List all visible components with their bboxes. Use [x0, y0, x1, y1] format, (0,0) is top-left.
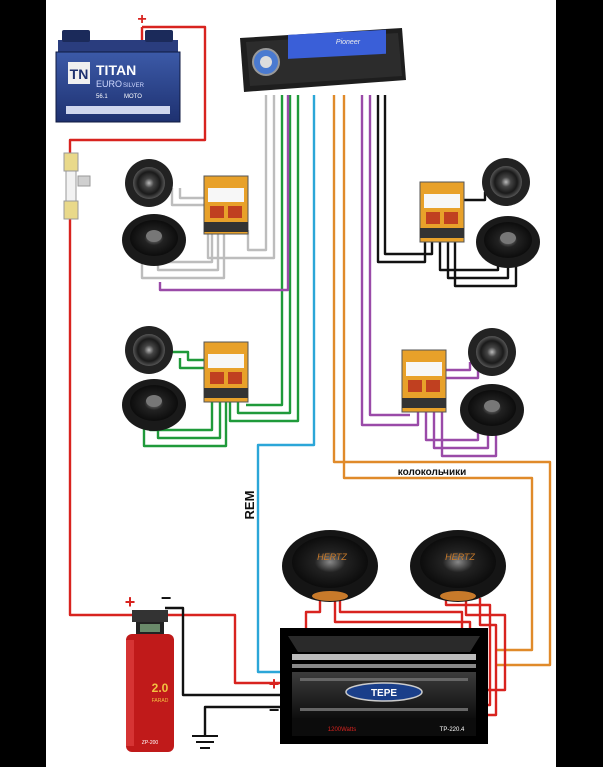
rear-right-wire-e: [440, 412, 498, 458]
front-left-crossover: [203, 175, 249, 235]
rear-left-woofer: [122, 379, 186, 431]
fuse: [63, 152, 91, 220]
battery-spec-2: MOTO: [124, 94, 142, 100]
subwoofer-right-brand: HERTZ: [445, 552, 475, 562]
amplifier-brand: TEPE: [371, 688, 397, 699]
amplifier-minus-label: −: [269, 700, 280, 720]
rear-left-aux-wire: [158, 95, 290, 292]
rear-right-wire-a: [368, 95, 410, 417]
rear-left-tweeter: [125, 326, 173, 374]
amplifier-model: TP-220.4: [440, 727, 465, 733]
sub-feed-wire-b: [342, 95, 534, 652]
front-left-wire-g: [140, 232, 226, 280]
head-unit: Pioneer: [240, 28, 406, 92]
front-left-tweeter: [125, 159, 173, 207]
power-wire-amp: [150, 613, 292, 685]
subwoofer-right: HERTZ: [410, 530, 506, 602]
sub2-wire-a: [444, 598, 492, 707]
subwoofer-left-brand: HERTZ: [317, 552, 347, 562]
front-right-wire-f: [462, 192, 487, 202]
front-right-wire-e: [453, 240, 518, 288]
front-right-tweeter: [482, 158, 530, 206]
front-left-woofer: [122, 214, 186, 266]
front-right-wire-b: [383, 95, 434, 256]
rear-left-wire-c: [228, 95, 300, 423]
rear-left-wire-d: [168, 350, 205, 362]
power-wire-battery: [68, 25, 207, 617]
rear-left-wire-b: [236, 95, 292, 415]
amplifier-plus-label: +: [269, 674, 280, 694]
sub2-wire-b: [464, 598, 507, 692]
capacitor-value: 2.0: [152, 681, 169, 695]
rear-right-wire-f: [446, 362, 472, 372]
rear-left-crossover: [203, 341, 249, 403]
battery-sub: SILVER: [123, 83, 145, 89]
rear-left-wire-h: [142, 400, 228, 448]
ground-wire-cap: [165, 606, 290, 697]
subwoofer-left: HERTZ: [282, 530, 378, 602]
sub-feed-wire-a: [332, 95, 552, 667]
rear-left-wire-a: [246, 95, 284, 407]
rear-right-tweeter: [468, 328, 516, 376]
tweeters-label: колокольчики: [398, 467, 467, 478]
battery-line: EURO: [96, 79, 122, 89]
rear-right-wire-d: [432, 412, 490, 450]
battery-brand: TITAN: [96, 62, 136, 78]
amplifier-power: 1200Watts: [328, 727, 356, 733]
rear-right-crossover: [401, 349, 447, 413]
capacitor: 2.0 FARAD ZP-200 + −: [125, 588, 174, 752]
sub2-wire-c: [478, 598, 498, 717]
battery-plus-label: +: [137, 11, 146, 28]
head-unit-brand: Pioneer: [336, 39, 361, 46]
front-right-wire-a: [376, 95, 427, 264]
rear-right-wire-b: [360, 95, 420, 427]
battery-spec-1: 56.1: [96, 94, 108, 100]
ground-icon: [192, 735, 218, 749]
front-left-wire-c: [178, 188, 205, 200]
rear-left-wire-e: [178, 358, 205, 370]
remote-wire: [256, 95, 316, 674]
front-right-wire-d: [446, 240, 510, 280]
capacitor-unit: FARAD: [152, 698, 169, 704]
front-left-wire-b: [206, 95, 276, 260]
rem-label: REM: [242, 491, 257, 520]
rear-right-woofer: [460, 384, 524, 436]
capacitor-model: ZP-200: [142, 740, 159, 746]
battery: TN TITAN EURO SILVER 56.1 MOTO +: [55, 11, 181, 123]
battery-brand-mark: TN: [70, 66, 89, 82]
front-right-crossover: [419, 181, 465, 243]
amplifier: TEPE 1200Watts TP-220.4 + −: [269, 628, 488, 744]
ground-wire-amp: [203, 705, 290, 735]
front-left-wire-d: [170, 188, 205, 207]
capacitor-minus-label: −: [161, 588, 172, 608]
front-right-woofer: [476, 216, 540, 268]
front-left-wire-a: [246, 95, 268, 252]
rear-right-wire-c: [424, 412, 480, 442]
capacitor-plus-label: +: [125, 592, 136, 612]
